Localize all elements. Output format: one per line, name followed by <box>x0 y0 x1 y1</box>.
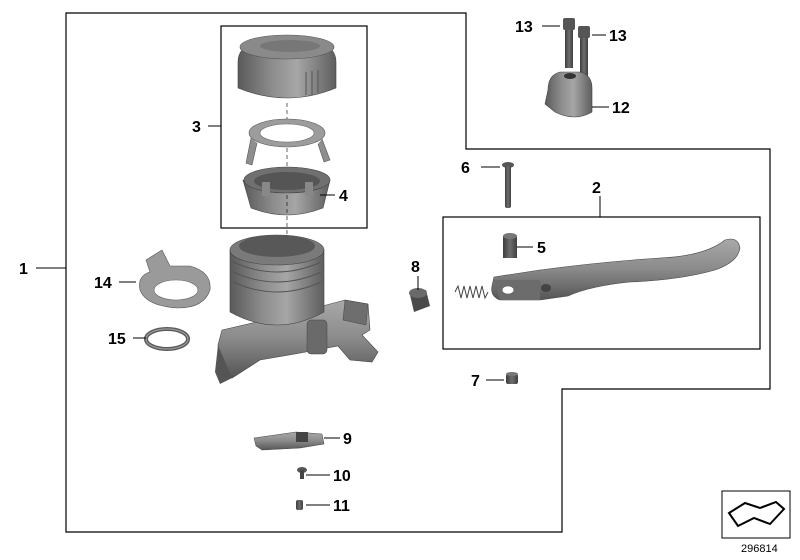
callout-13-right: 13 <box>609 28 627 45</box>
group-outline-main <box>65 12 771 533</box>
callout-6: 6 <box>461 160 470 177</box>
callout-11: 11 <box>333 498 350 515</box>
callout-2: 2 <box>592 180 601 197</box>
master-cylinder-housing-part <box>215 234 379 384</box>
callout-12: 12 <box>612 100 630 117</box>
o-ring-part <box>144 327 190 351</box>
group-outline-reservoir <box>220 25 368 229</box>
callout-5: 5 <box>537 240 546 257</box>
callout-15: 15 <box>108 331 126 348</box>
callout-3: 3 <box>192 119 201 136</box>
rubber-stop-part <box>409 288 430 312</box>
brake-light-switch-part <box>253 431 325 451</box>
nut-part <box>506 372 518 384</box>
callout-9: 9 <box>343 431 352 448</box>
reservoir-insert-part <box>242 166 331 216</box>
callout-8: 8 <box>411 259 420 276</box>
screw-part-a <box>563 18 575 68</box>
pivot-pin-part <box>502 162 514 208</box>
stamp-symbol-icon <box>727 500 786 528</box>
callout-1: 1 <box>19 261 28 278</box>
callout-14: 14 <box>94 275 112 292</box>
small-pin-part <box>296 500 303 510</box>
callout-10: 10 <box>333 468 351 485</box>
reservoir-cap-part <box>237 34 337 99</box>
adjusting-screw-part <box>297 467 307 479</box>
bushing-part <box>503 233 517 258</box>
callout-4: 4 <box>339 188 348 205</box>
membrane-ring-part <box>245 118 331 166</box>
callout-7: 7 <box>471 373 480 390</box>
group-outline-lever <box>442 216 761 350</box>
hand-lever-part <box>491 238 741 301</box>
leader-lines <box>36 25 609 506</box>
clamp-half-part <box>544 71 593 118</box>
screw-part-b <box>578 26 590 76</box>
document-number: 296814 <box>741 543 778 555</box>
spring-part <box>454 284 489 300</box>
handlebar-clamp-part <box>139 249 211 309</box>
callout-13-left: 13 <box>515 19 533 36</box>
diagram-reference-box <box>721 490 791 539</box>
